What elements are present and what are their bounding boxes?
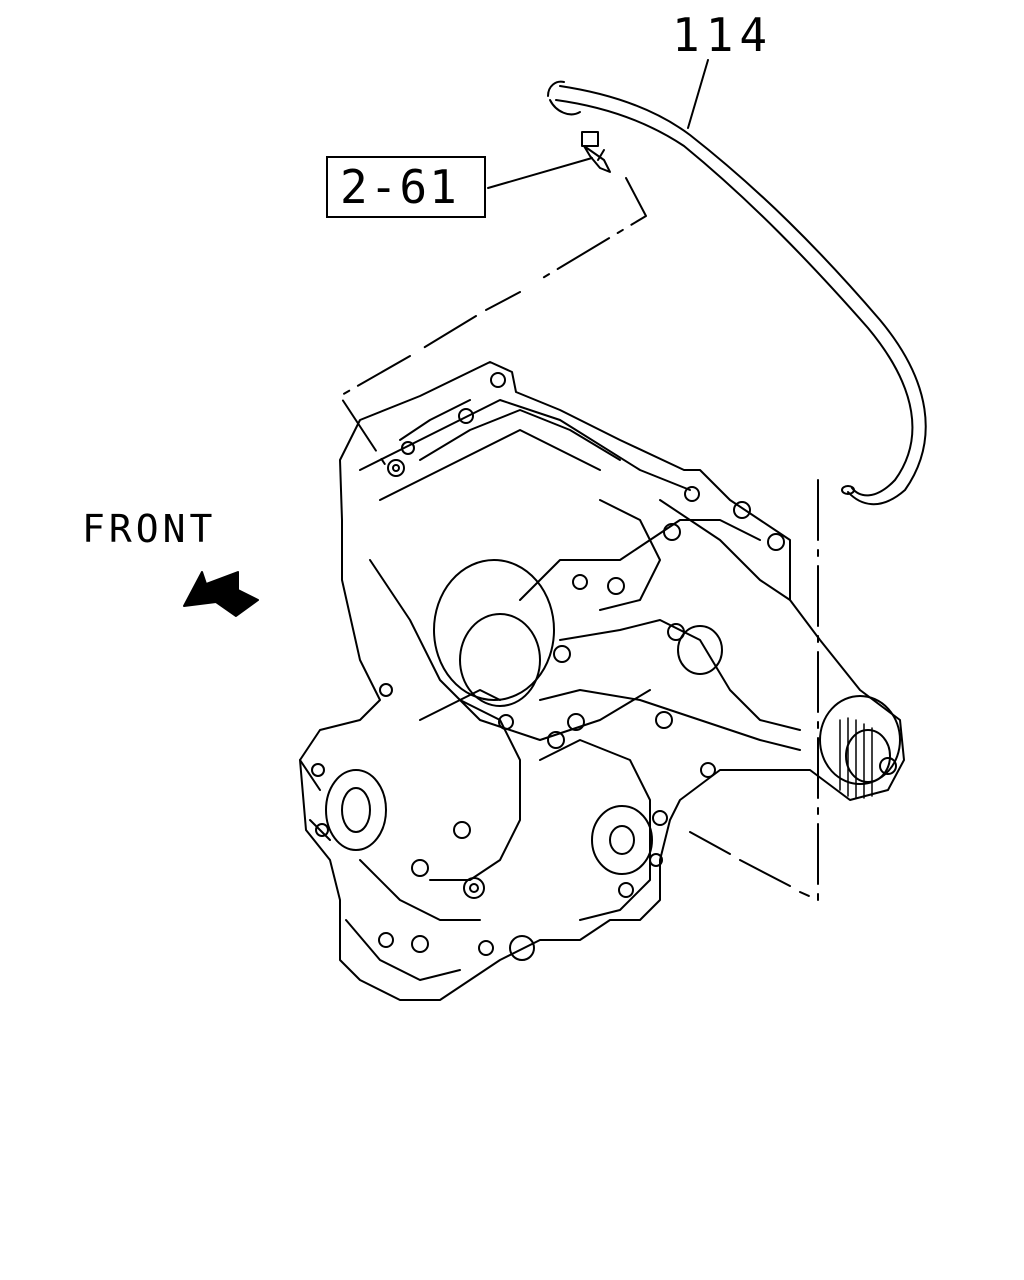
- transfer-case: [299, 361, 905, 1001]
- front-label: FRONT: [82, 507, 217, 551]
- breather-hose: [547, 80, 927, 506]
- reference-box: [326, 156, 486, 218]
- breather-fitting: [581, 131, 611, 173]
- bolts: [311, 372, 785, 961]
- part-number-label: 114: [672, 8, 774, 62]
- reference-label: 2-61: [340, 160, 459, 214]
- front-arrow-icon: [183, 571, 259, 617]
- leader-lines: [339, 59, 819, 901]
